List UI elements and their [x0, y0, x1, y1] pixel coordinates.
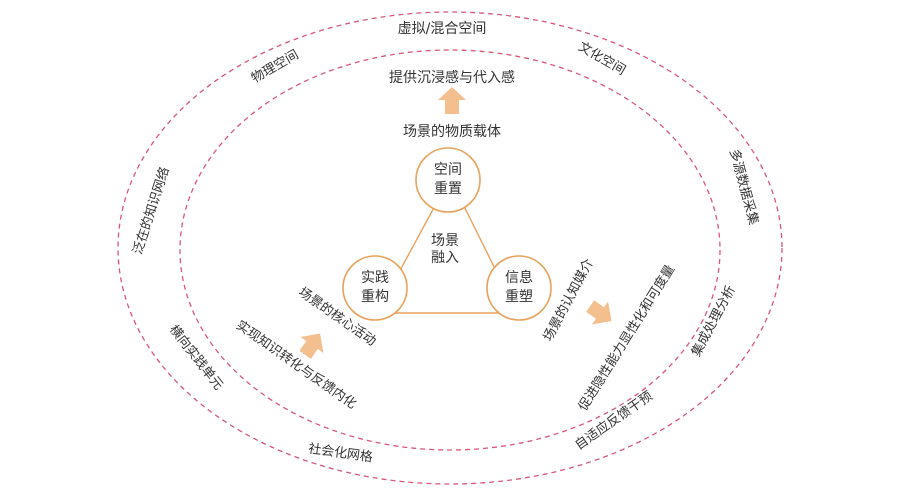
right-arrow-text: 促进隐性能力显性化和可度量	[575, 262, 678, 414]
node-right-line1: 信息	[505, 269, 533, 286]
node-top-line1: 空间	[434, 162, 462, 178]
top-arrow-text: 提供沉浸感与代入感	[389, 69, 515, 86]
top-arrow-icon	[438, 87, 466, 114]
center-line2: 融入	[431, 250, 459, 266]
node-left-line1: 实践	[361, 270, 389, 286]
outer-label-bottom: 社会化网格	[307, 441, 374, 466]
left-arrow-icon	[299, 333, 324, 359]
top-branch-title: 场景的物质载体	[403, 124, 501, 140]
outer-label-top: 虚拟/混合空间	[398, 21, 487, 37]
outer-ring	[117, 11, 783, 485]
left-arrow-text: 实现知识转化与反馈内化	[233, 317, 359, 412]
node-space-reset: 空间 重置	[415, 147, 481, 213]
outer-label-top-left: 物理空间	[249, 47, 302, 86]
node-right-line2: 重塑	[505, 289, 533, 305]
node-practice-rebuild: 实践 重构	[342, 255, 408, 321]
node-info-reshape: 信息 重塑	[486, 255, 552, 321]
center-line1: 场景	[431, 233, 459, 249]
outer-label-bottom-left: 横向实践单元	[166, 322, 227, 393]
inner-ring	[179, 49, 721, 451]
node-left-line2: 重构	[361, 289, 389, 305]
node-top-line2: 重置	[434, 181, 462, 197]
outer-label-left: 泛在的知识网络	[130, 165, 173, 257]
outer-label-right: 多源数据采集	[726, 147, 762, 226]
right-arrow-icon	[586, 300, 612, 325]
connection-triangle	[375, 176, 519, 314]
